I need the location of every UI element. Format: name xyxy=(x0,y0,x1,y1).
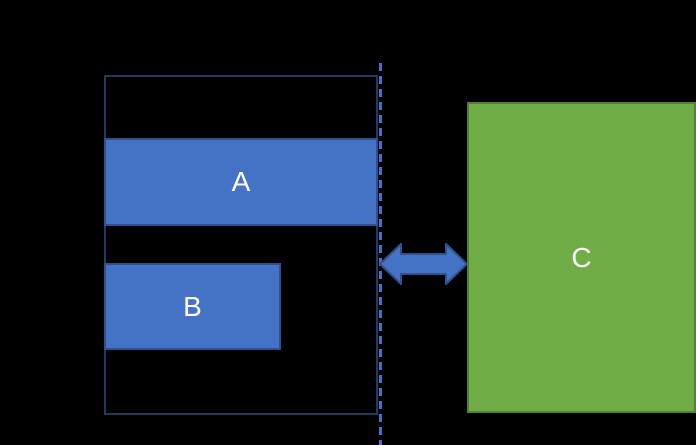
double-headed-arrow xyxy=(379,243,468,285)
box-c-label: C xyxy=(571,241,592,273)
box-c: C xyxy=(467,102,696,413)
outer-container-rectangle xyxy=(104,75,378,415)
bar-a-label: A xyxy=(231,166,251,197)
bar-a: A xyxy=(104,138,378,226)
bar-b-label: B xyxy=(183,290,202,322)
bar-b: B xyxy=(104,263,281,350)
dashed-boundary-line xyxy=(379,63,382,445)
